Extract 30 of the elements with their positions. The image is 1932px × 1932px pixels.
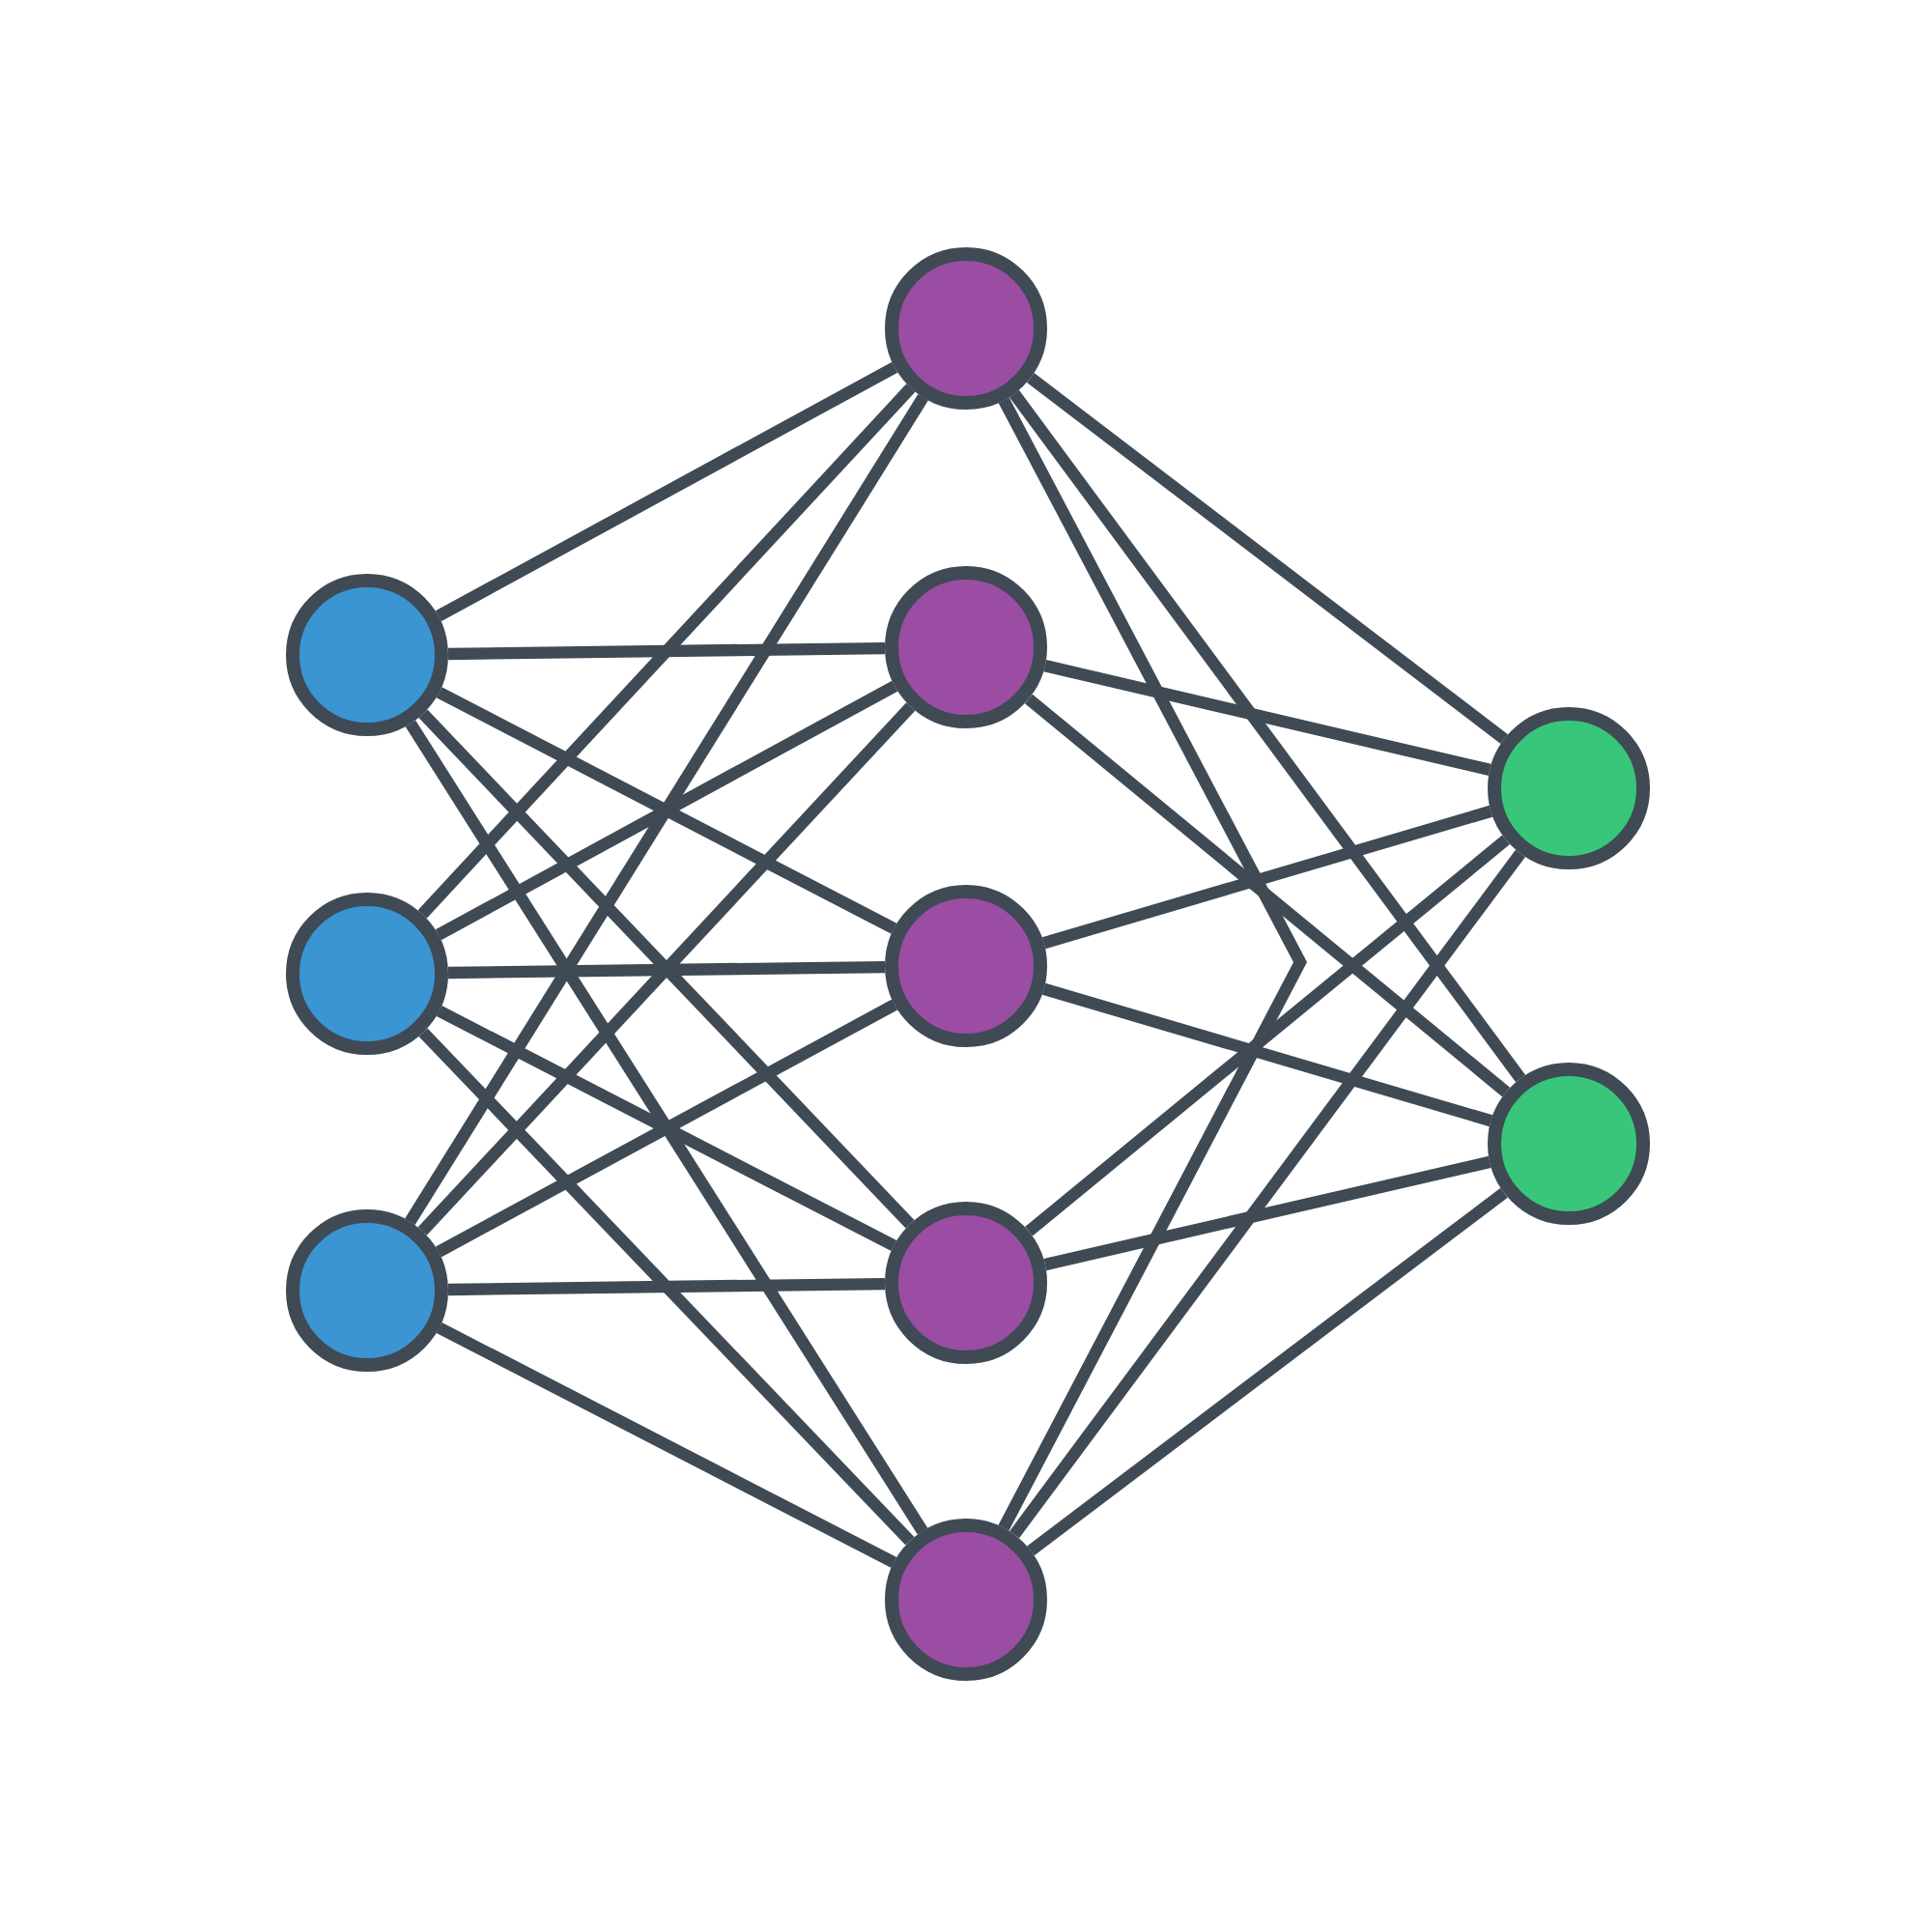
neuron-circle xyxy=(885,1202,1047,1364)
connection-line xyxy=(405,720,928,1535)
neuron-circle xyxy=(1488,1063,1650,1225)
neuron-circle xyxy=(1488,707,1650,869)
connection-line xyxy=(1027,1187,1508,1556)
connection-line xyxy=(435,361,898,622)
connection-line xyxy=(447,960,886,980)
connection-line xyxy=(1041,982,1493,1127)
connection-line xyxy=(418,1028,915,1546)
neuron-circle xyxy=(286,1209,448,1372)
connection-line xyxy=(998,397,1307,1531)
connection-line xyxy=(1041,805,1493,950)
connection-line xyxy=(1009,389,1526,1083)
connection-line xyxy=(1043,1155,1492,1271)
connection-line xyxy=(405,394,928,1225)
connection-line xyxy=(447,641,886,661)
connection-line xyxy=(436,1322,897,1568)
neuron-circle xyxy=(885,566,1047,728)
connection-line xyxy=(417,384,916,919)
connection-line xyxy=(447,1277,886,1296)
neuron-circle xyxy=(286,893,448,1055)
neuron-circle xyxy=(885,1519,1047,1681)
connection-line xyxy=(1043,660,1492,776)
connection-line xyxy=(1024,694,1511,1097)
neuron-circle xyxy=(286,574,448,736)
neuron-circle xyxy=(885,885,1047,1048)
connection-line xyxy=(1027,373,1508,744)
connection-line xyxy=(1025,835,1510,1236)
neuron-circle xyxy=(885,247,1047,410)
connection-line xyxy=(1009,849,1525,1539)
